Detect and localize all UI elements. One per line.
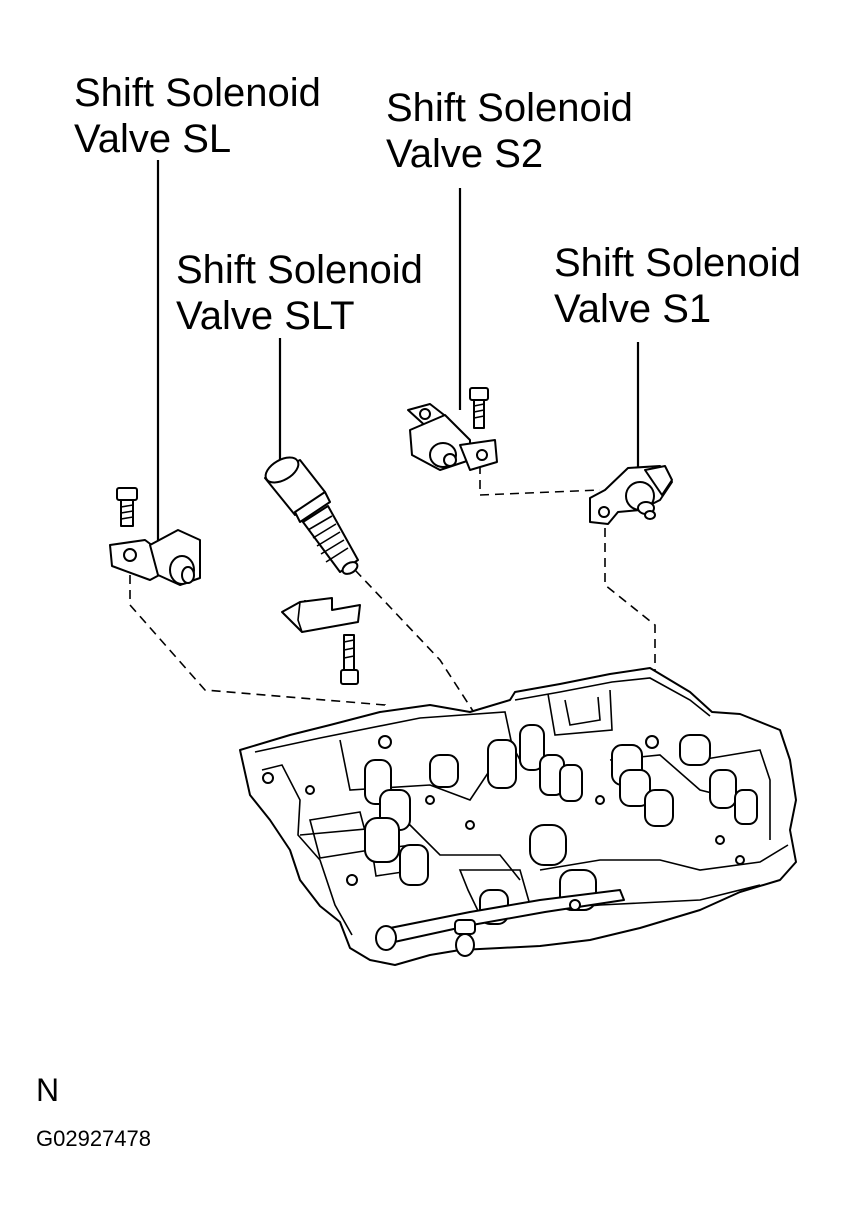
label-line: Valve SL bbox=[74, 117, 232, 161]
valve-body bbox=[239, 667, 797, 966]
solenoid-s2 bbox=[407, 387, 498, 471]
valve-spools bbox=[364, 724, 758, 925]
label-line: Shift Solenoid bbox=[554, 241, 801, 285]
solenoid-sl bbox=[109, 487, 201, 586]
manual-valve-rod bbox=[375, 889, 625, 957]
label-line: Valve SLT bbox=[176, 294, 355, 338]
label-valve-slt: Shift Solenoid Valve SLT bbox=[176, 247, 423, 339]
label-line: Shift Solenoid bbox=[386, 86, 633, 130]
label-valve-s1: Shift Solenoid Valve S1 bbox=[554, 240, 801, 332]
bolt-holes bbox=[262, 735, 745, 911]
footer-mark: N bbox=[36, 1072, 60, 1108]
solenoid-slt bbox=[264, 456, 359, 575]
label-line: Shift Solenoid bbox=[176, 248, 423, 292]
solenoid-s1 bbox=[589, 465, 673, 525]
figure-code: G02927478 bbox=[36, 1126, 151, 1151]
label-line: Shift Solenoid bbox=[74, 71, 321, 115]
label-valve-s2: Shift Solenoid Valve S2 bbox=[386, 85, 633, 177]
label-line: Valve S2 bbox=[386, 132, 544, 176]
slt-bracket bbox=[281, 597, 361, 685]
label-line: Valve S1 bbox=[554, 287, 712, 331]
label-valve-sl: Shift Solenoid Valve SL bbox=[74, 70, 321, 162]
leader-lines bbox=[156, 160, 640, 540]
